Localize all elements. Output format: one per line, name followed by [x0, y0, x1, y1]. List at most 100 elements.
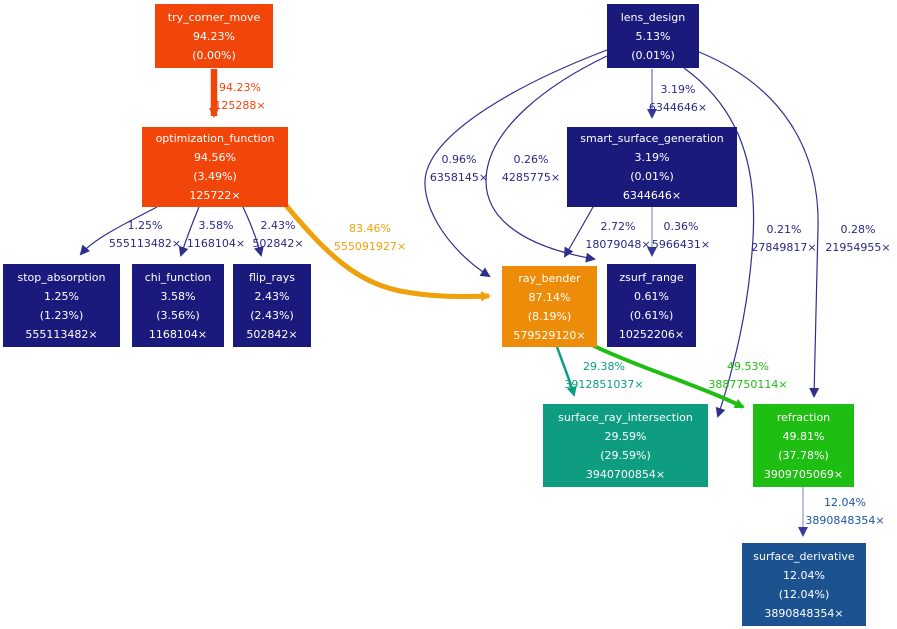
edge-lens_design-refraction: [698, 51, 820, 398]
edge-label-optimization_function-stop_absorption: 1.25% 555113482×: [109, 217, 181, 253]
node-self-pct: (2.43%): [250, 308, 294, 322]
edge-label-ray_bender-surface_ray_intersection: 29.38% 3912851037×: [564, 358, 643, 394]
edge-pct: 3.19%: [660, 83, 696, 96]
edge-call-count: 4285775×: [501, 171, 561, 184]
node-self-pct: (0.01%): [631, 48, 675, 62]
edge-call-count: 555113482×: [108, 237, 182, 250]
edge-call-count: 555091927×: [333, 240, 407, 253]
node-call-count: 3890848354×: [764, 606, 844, 620]
node-total-pct: 5.13%: [635, 29, 671, 43]
node-surface_derivative: surface_derivative 12.04% (12.04%) 38908483…: [742, 543, 866, 626]
edge-pct: 1.25%: [127, 219, 163, 232]
node-total-pct: 29.59%: [604, 429, 647, 443]
node-zsurf_range: zsurf_range 0.61% (0.61%) 10252206×: [607, 264, 696, 347]
edge-pct: 0.21%: [766, 223, 802, 236]
edge-call-count: 6344646×: [648, 101, 708, 114]
edge-label-lens_design-zsurf_range: 0.26% 4285775×: [502, 151, 560, 187]
node-call-count: 502842×: [246, 327, 298, 341]
node-self-pct: (8.19%): [527, 309, 572, 323]
edge-label-refraction-surface_derivative: 12.04% 3890848354×: [805, 494, 884, 530]
edge-call-count: 3890848354×: [805, 514, 885, 527]
node-call-count: 579529120×: [513, 328, 586, 342]
edge-label-optimization_function-flip_rays: 2.43% 502842×: [252, 217, 303, 253]
node-call-count: 125722×: [189, 189, 241, 202]
node-total-pct: 12.04%: [783, 568, 825, 582]
node-title: flip_rays: [249, 270, 295, 284]
edge-label-try_corner_move-optimization_function: 94.23%125288×: [214, 79, 265, 115]
node-call-count: 3909705069×: [763, 467, 844, 481]
edge-pct: 3.58%: [198, 219, 234, 232]
edge-pct: 2.43%: [260, 219, 296, 232]
edge-label-lens_design-refraction: 0.28% 21954955×: [825, 221, 890, 257]
node-self-pct: (0.61%): [629, 308, 674, 322]
node-call-count: 6344646×: [622, 189, 682, 202]
edge-call-count: 3887750114×: [708, 378, 788, 391]
edge-label-optimization_function-ray_bender: 83.46% 555091927×: [334, 220, 406, 256]
node-title: chi_function: [144, 270, 212, 284]
edge-label-lens_design-surface_ray_intersection: 0.21% 27849817×: [751, 221, 816, 257]
edge-optimization_function-flip_rays: [242, 206, 264, 257]
node-title: stop_absorption: [17, 270, 106, 284]
edge-ray_bender-surface_ray_intersection: [555, 346, 577, 397]
edge-label-optimization_function-chi_function: 3.58% 1168104×: [187, 217, 245, 253]
node-total-pct: 0.61%: [634, 289, 669, 303]
edge-label-lens_design-ray_bender: 0.96% 6358145×: [430, 151, 488, 187]
edge-lens_design-surface_ray_intersection: [683, 67, 755, 418]
edge-ray_bender-refraction: [591, 343, 745, 409]
node-self-pct: (29.59%): [600, 448, 651, 462]
edge-label-ray_bender-refraction: 49.53% 3887750114×: [708, 358, 787, 394]
node-total-pct: 94.23%: [193, 29, 235, 43]
edge-pct: 83.46%: [349, 222, 391, 235]
node-self-pct: (37.78%): [778, 448, 829, 462]
edge-pct: 2.72%: [600, 220, 636, 233]
edge-pct: 12.04%: [824, 496, 866, 509]
node-call-count: 555113482×: [25, 327, 98, 341]
node-self-pct: (12.04%): [778, 587, 830, 601]
edge-call-count: 502842×: [252, 237, 304, 250]
edge-pct: 0.26%: [513, 153, 549, 166]
node-total-pct: 87.14%: [528, 290, 571, 304]
node-total-pct: 3.19%: [634, 151, 670, 164]
edge-call-count: 3912851037×: [564, 378, 644, 391]
node-ray_bender: ray_bender 87.14% (8.19%) 579529120×: [502, 266, 597, 347]
node-title: surface_ray_intersection: [558, 410, 693, 424]
edge-pct: 49.53%: [727, 360, 769, 373]
node-total-pct: 1.25%: [44, 289, 79, 303]
node-title: surface_derivative: [753, 549, 855, 563]
node-call-count: 1168104×: [148, 327, 208, 341]
edge-pct: 0.36%: [663, 220, 699, 233]
node-title: optimization_function: [155, 132, 275, 145]
edge-call-count: 18079048×: [585, 238, 651, 251]
node-chi_function: chi_function 3.58% (3.56%) 1168104×: [132, 264, 224, 347]
edge-call-count: 21954955×: [825, 241, 891, 254]
edge-optimization_function-ray_bender: [282, 201, 491, 302]
node-total-pct: 3.58%: [160, 289, 196, 303]
node-total-pct: 49.81%: [782, 429, 825, 443]
edge-call-count: 125288×: [214, 99, 266, 112]
edge-call-count: 1168104×: [186, 237, 246, 250]
node-self-pct: (3.56%): [156, 308, 200, 322]
node-total-pct: 94.56%: [194, 151, 236, 164]
node-self-pct: (1.23%): [39, 308, 84, 322]
edge-smart_surface_generation-ray_bender: [564, 206, 594, 258]
edge-pct: 29.38%: [583, 360, 625, 373]
node-title: ray_bender: [518, 271, 581, 285]
node-call-count: 10252206×: [618, 327, 685, 341]
edge-call-count: 6358145×: [429, 171, 489, 184]
edge-pct: 0.28%: [840, 223, 876, 236]
edge-call-count: 27849817×: [751, 241, 817, 254]
edge-label-smart_surface_generation-zsurf_range: 0.36%5966431×: [652, 218, 710, 254]
node-title: smart_surface_generation: [580, 132, 724, 145]
edge-lens_design-ray_bender: [424, 49, 608, 278]
edge-pct: 0.96%: [441, 153, 477, 166]
node-title: zsurf_range: [619, 270, 684, 284]
